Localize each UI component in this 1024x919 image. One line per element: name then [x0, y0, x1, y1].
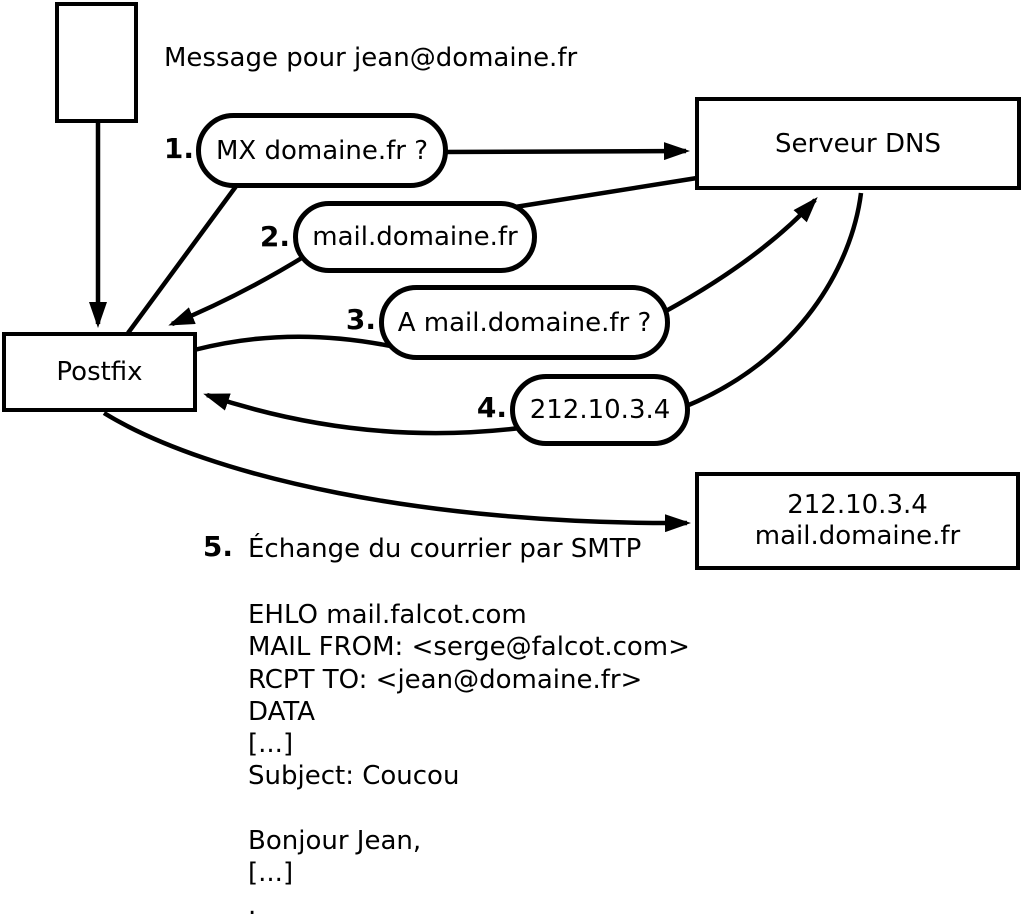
- message-label: Message pour jean@domaine.fr: [164, 43, 578, 73]
- arrow-answer-a-from-dns: [683, 192, 864, 410]
- smtp-line-blank: [248, 793, 690, 825]
- destination-server-box: 212.10.3.4 mail.domaine.fr: [695, 472, 1020, 570]
- dns-server-box: Serveur DNS: [695, 97, 1021, 190]
- smtp-line: [...]: [248, 858, 294, 889]
- step-number-5: 5.: [202, 530, 233, 563]
- arrow-answer-mx-to-postfix: [168, 254, 307, 327]
- smtp-transcript: EHLO mail.falcot.com MAIL FROM: <serge@f…: [248, 599, 690, 919]
- destination-ip-label: 212.10.3.4: [787, 490, 928, 520]
- query-a-label: A mail.domaine.fr ?: [397, 307, 652, 338]
- answer-a-pill: 212.10.3.4: [510, 374, 690, 446]
- smtp-line: .: [248, 890, 257, 919]
- query-mx-label: MX domaine.fr ?: [215, 135, 429, 166]
- postfix-label: Postfix: [56, 357, 143, 387]
- smtp-exchange-label: Échange du courrier par SMTP: [248, 534, 642, 564]
- step-number-4: 4.: [476, 391, 507, 424]
- step-number-2: 2.: [259, 220, 290, 253]
- smtp-line: RCPT TO: <jean@domaine.fr>: [248, 664, 643, 695]
- answer-mx-pill: mail.domaine.fr: [293, 201, 537, 273]
- smtp-line: [...]: [248, 729, 294, 760]
- smtp-line: EHLO mail.falcot.com: [248, 600, 527, 630]
- smtp-line: Subject: Coucou: [248, 761, 460, 792]
- answer-a-label: 212.10.3.4: [529, 395, 671, 425]
- query-a-pill: A mail.domaine.fr ?: [379, 285, 670, 360]
- postfix-box: Postfix: [2, 332, 197, 412]
- arrow-query-a-from-postfix: [193, 334, 396, 353]
- arrow-query-a-to-dns: [664, 197, 818, 313]
- arrow-query-mx-from-postfix: [126, 168, 250, 335]
- message-envelope-box: [55, 2, 138, 123]
- step-number-1: 1.: [163, 132, 194, 165]
- destination-host-label: mail.domaine.fr: [754, 521, 961, 551]
- arrow-answer-mx-from-dns: [514, 175, 698, 210]
- arrow-query-mx-to-dns: [439, 142, 690, 161]
- dns-server-label: Serveur DNS: [775, 128, 941, 159]
- step-number-3: 3.: [345, 303, 376, 336]
- arrow-smtp-to-destination: [102, 411, 691, 533]
- smtp-line: MAIL FROM: <serge@falcot.com>: [248, 632, 690, 663]
- arrow-answer-a-to-postfix: [203, 392, 521, 436]
- smtp-line: Bonjour Jean,: [248, 826, 422, 857]
- query-mx-pill: MX domaine.fr ?: [196, 113, 448, 188]
- smtp-line: DATA: [248, 696, 315, 727]
- answer-mx-label: mail.domaine.fr: [312, 222, 518, 252]
